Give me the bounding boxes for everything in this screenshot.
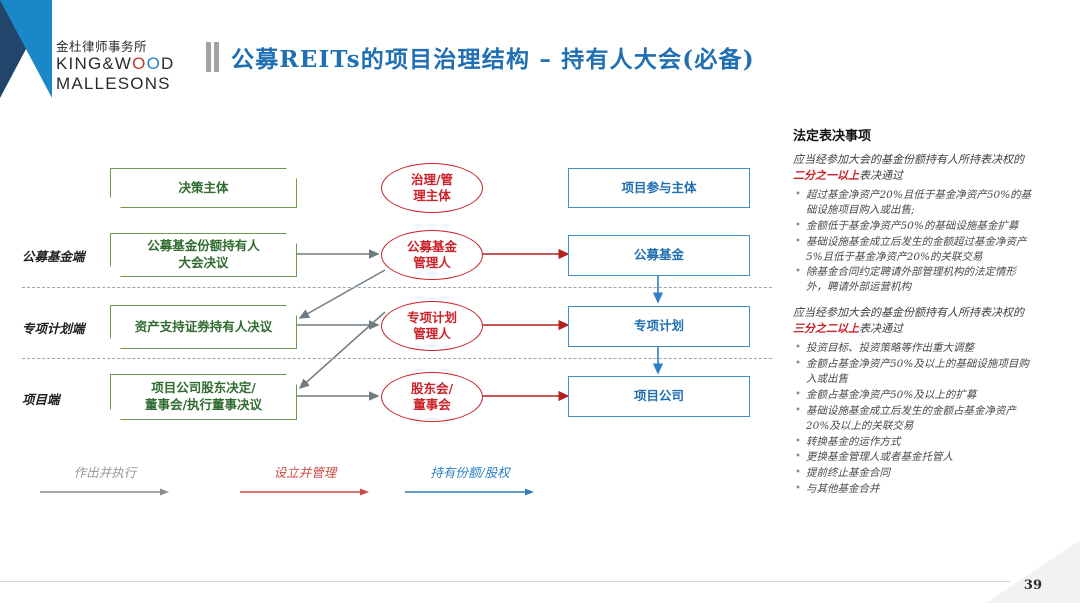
header-participant-box: 项目参与主体 <box>568 168 750 208</box>
lead-1-after: 表决通过 <box>859 168 903 182</box>
row-divider-2 <box>22 358 772 359</box>
corner-accent-bottom-right <box>980 540 1080 607</box>
list-item: 除基金合同约定聘请外部管理机构的法定情形外，聘请外部运营机构 <box>795 265 1033 295</box>
statutory-voting-panel: 法定表决事项 应当经参加大会的基金份额持有人所持表决权的二分之一以上表决通过 超… <box>793 125 1033 507</box>
participant-box-project: 项目公司 <box>568 376 750 417</box>
list-item: 更换基金管理人或者基金托管人 <box>795 450 1033 465</box>
lead-1-highlight: 二分之一以上 <box>793 168 859 182</box>
list-item: 金额低于基金净资产50%的基础设施基金扩募 <box>795 219 1033 234</box>
panel-list-2: 投资目标、投资策略等作出重大调整 金额占基金净资产50%及以上的基础设施项目购入… <box>793 341 1033 497</box>
legend-arrow-gray <box>40 488 169 496</box>
row-label-project: 项目端 <box>22 392 60 407</box>
diagram-legend: 作出并执行 设立并管理 持有份额/股权 <box>40 462 560 512</box>
governance-diagram: 决策主体 治理/管理主体 项目参与主体 公募基金端 公募基金份额持有人大会决议 … <box>0 120 780 540</box>
firm-name-en-line1: KING&WOOD <box>56 54 175 74</box>
list-item: 基础设施基金成立后发生的金额占基金净资产20%及以上的关联交易 <box>795 404 1033 434</box>
title-bar: 公募REITs的项目治理结构 – 持有人大会(必备) <box>206 40 755 74</box>
list-item: 转换基金的运作方式 <box>795 435 1033 450</box>
lead-2-after: 表决通过 <box>859 322 903 336</box>
panel-lead-2: 应当经参加大会的基金份额持有人所持表决权的三分之二以上表决通过 <box>793 305 1033 337</box>
participant-box-abs: 专项计划 <box>568 306 750 347</box>
corner-logo-mark <box>0 0 52 98</box>
legend-item-execute: 作出并执行 <box>40 462 170 502</box>
logo-triangle-light <box>0 0 52 98</box>
page-number: 39 <box>1023 578 1042 593</box>
firm-name-en-line2: MALLESONS <box>56 74 171 94</box>
title-accent-bars <box>206 42 219 72</box>
list-item: 投资目标、投资策略等作出重大调整 <box>795 341 1033 356</box>
legend-label-establish: 设立并管理 <box>273 465 337 480</box>
list-item: 超过基金净资产20%且低于基金净资产50%的基础设施项目购入或出售; <box>795 188 1033 218</box>
row-divider-1 <box>22 287 772 288</box>
page-title: 公募REITs的项目治理结构 – 持有人大会(必备) <box>231 46 755 73</box>
legend-item-establish: 设立并管理 <box>240 462 370 502</box>
panel-heading: 法定表决事项 <box>793 129 872 144</box>
panel-list-1: 超过基金净资产20%且低于基金净资产50%的基础设施项目购入或出售; 金额低于基… <box>793 188 1033 295</box>
legend-label-hold: 持有份额/股权 <box>430 465 510 480</box>
governance-ellipse-board: 股东会/董事会 <box>381 372 483 422</box>
decision-box-fund: 公募基金份额持有人大会决议 <box>110 233 297 277</box>
decision-box-abs: 资产支持证券持有人决议 <box>110 305 297 349</box>
lead-2-highlight: 三分之二以上 <box>793 322 859 336</box>
panel-lead-1: 应当经参加大会的基金份额持有人所持表决权的二分之一以上表决通过 <box>793 152 1033 184</box>
header-decision-box: 决策主体 <box>110 168 297 208</box>
governance-ellipse-abs-manager: 专项计划管理人 <box>381 301 483 351</box>
list-item: 与其他基金合并 <box>795 482 1033 497</box>
lead-2-before: 应当经参加大会的基金份额持有人所持表决权的 <box>793 306 1024 320</box>
header-governance-ellipse: 治理/管理主体 <box>381 163 483 213</box>
footer-divider <box>0 581 1010 582</box>
firm-name-cn: 金杜律师事务所 <box>56 39 148 54</box>
bottom-strip <box>0 603 1080 607</box>
list-item: 基础设施基金成立后发生的金额超过基金净资产5%且低于基金净资产20%的关联交易 <box>795 235 1033 265</box>
legend-arrow-blue <box>405 488 534 496</box>
row-label-abs: 专项计划端 <box>22 321 85 336</box>
list-item: 金额占基金净资产50%及以上的扩募 <box>795 388 1033 403</box>
governance-ellipse-fund-manager: 公募基金管理人 <box>381 230 483 280</box>
legend-item-hold: 持有份额/股权 <box>405 462 535 502</box>
row-label-fund: 公募基金端 <box>22 249 85 264</box>
list-item: 提前终止基金合同 <box>795 466 1033 481</box>
participant-box-fund: 公募基金 <box>568 235 750 276</box>
lead-1-before: 应当经参加大会的基金份额持有人所持表决权的 <box>793 153 1024 166</box>
list-item: 金额占基金净资产50%及以上的基础设施项目购入或出售 <box>795 357 1033 387</box>
firm-logo: 金杜律师事务所 KING&WOOD MALLESONS <box>56 39 186 94</box>
decision-box-project: 项目公司股东决定/董事会/执行董事决议 <box>110 374 297 420</box>
legend-label-execute: 作出并执行 <box>73 465 137 480</box>
legend-arrow-red <box>240 488 369 496</box>
